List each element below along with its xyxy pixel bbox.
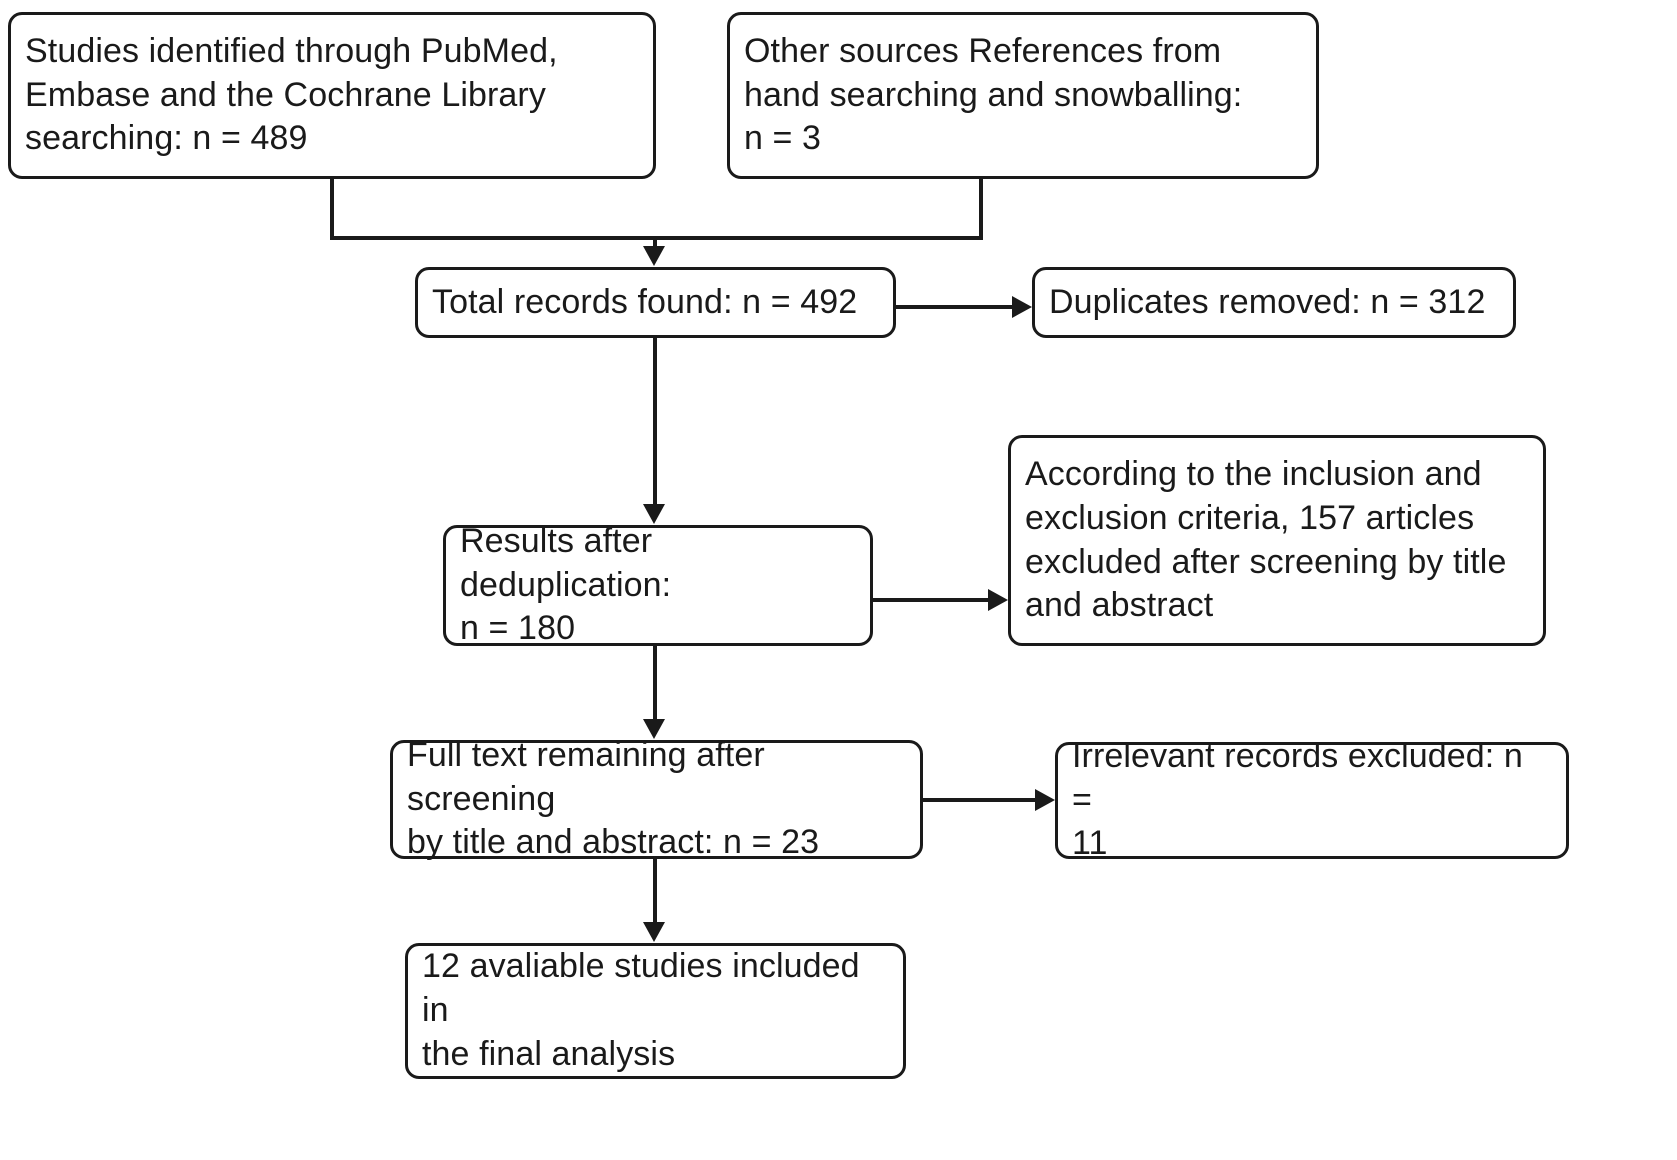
box-total-records-found-label: Total records found: n = 492	[432, 282, 858, 321]
connector-total-to-dedup	[653, 338, 657, 506]
arrowhead-into-full-text	[643, 719, 665, 739]
connector-source-other-drop	[979, 179, 983, 239]
box-studies-identified-databases-label: Studies identified through PubMed, Embas…	[25, 31, 558, 158]
arrowhead-into-irrelevant	[1035, 789, 1055, 811]
box-duplicates-removed: Duplicates removed: n = 312	[1032, 267, 1516, 338]
box-irrelevant-records-excluded: Irrelevant records excluded: n = 11	[1055, 737, 1569, 862]
box-total-records-found: Total records found: n = 492	[415, 267, 896, 338]
box-duplicates-removed-label: Duplicates removed: n = 312	[1049, 282, 1486, 321]
arrowhead-into-dedup-results	[643, 504, 665, 524]
box-excluded-by-title-abstract: According to the inclusion and exclusion…	[1008, 435, 1546, 646]
arrowhead-into-duplicates	[1012, 296, 1032, 318]
box-excluded-by-title-abstract-label: According to the inclusion and exclusion…	[1025, 454, 1507, 625]
connector-dedup-to-screen-excluded	[873, 598, 990, 602]
connector-dedup-to-fulltext	[653, 646, 657, 722]
connector-fulltext-to-irrelevant	[923, 798, 1038, 802]
box-other-sources: Other sources References from hand searc…	[727, 12, 1319, 179]
box-full-text-remaining: Full text remaining after screening by t…	[390, 736, 923, 861]
connector-total-to-duplicates	[896, 305, 1016, 309]
box-studies-identified-databases: Studies identified through PubMed, Embas…	[8, 12, 656, 179]
box-full-text-remaining-label: Full text remaining after screening by t…	[407, 735, 820, 862]
arrowhead-into-final-studies	[643, 922, 665, 942]
box-irrelevant-records-excluded-label: Irrelevant records excluded: n = 11	[1072, 736, 1523, 863]
box-results-after-deduplication: Results after deduplication: n = 180	[443, 522, 873, 647]
arrowhead-into-screen-excluded	[988, 589, 1008, 611]
box-results-after-deduplication-label: Results after deduplication: n = 180	[460, 521, 672, 648]
arrowhead-into-total-records	[643, 246, 665, 266]
box-other-sources-label: Other sources References from hand searc…	[744, 31, 1243, 158]
box-final-included-studies-label: 12 avaliable studies included in the fin…	[422, 947, 860, 1073]
connector-merge-to-total-records	[653, 236, 657, 251]
box-final-included-studies: 12 avaliable studies included in the fin…	[405, 943, 906, 1079]
connector-source-database-drop	[330, 179, 334, 239]
connector-fulltext-to-final	[653, 859, 657, 925]
